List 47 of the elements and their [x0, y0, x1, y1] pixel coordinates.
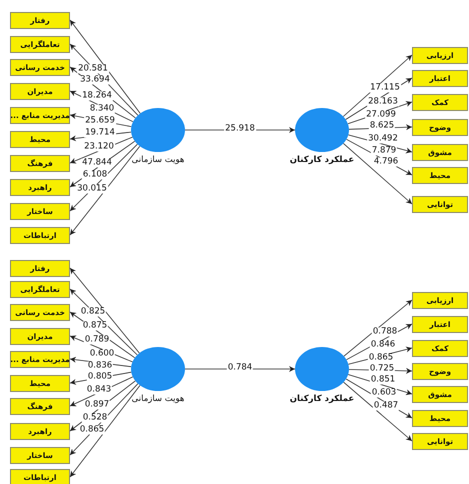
edge-label: 0.897 [84, 400, 110, 410]
arrow [70, 268, 140, 354]
edge-label: 0.528 [82, 414, 108, 422]
edge-label: 19.714 [84, 128, 116, 138]
arrow [343, 143, 412, 204]
edge-label: 0.851 [370, 376, 396, 384]
arrow [344, 300, 412, 357]
edge-label: 0.788 [372, 328, 398, 336]
construct-label: عملکرد کارکنان [290, 155, 354, 165]
edge-label: 30.015 [76, 184, 108, 194]
edge-label: 6.108 [82, 170, 108, 180]
edge-label: 0.784 [226, 364, 254, 372]
edge-label: 47.844 [81, 158, 113, 168]
arrow [70, 146, 140, 236]
edge-label: 0.603 [370, 388, 398, 398]
edge-label: 27.099 [365, 110, 397, 120]
arrow [70, 385, 140, 478]
edge-label: 4.796 [372, 158, 400, 166]
edge-label: 0.865 [78, 426, 106, 434]
edge-label: 0.725 [368, 364, 396, 374]
construct-label: هویت سازمانی [132, 394, 184, 404]
edge-label: 0.843 [86, 386, 112, 394]
edge-label: 0.487 [372, 402, 400, 410]
edge-label: 7.879 [370, 146, 398, 156]
edge-label: 0.836 [86, 362, 114, 370]
edge-label: 0.825 [80, 308, 106, 316]
edge-label: 0.846 [370, 340, 396, 350]
edge-label: 17.115 [369, 84, 401, 92]
edge-label: 30.492 [367, 134, 399, 144]
edge-label: 20.581 [77, 64, 109, 74]
edge-label: 25.659 [84, 116, 116, 126]
edge-label: 0.805 [86, 372, 114, 382]
edge-label: 0.875 [82, 322, 108, 330]
construct-label: عملکرد کارکنان [290, 394, 354, 404]
edge-label: 0.865 [368, 354, 394, 362]
edge-label: 8.340 [88, 104, 116, 114]
edge-label: 25.918 [224, 124, 256, 134]
edge-label: 23.120 [83, 142, 115, 152]
edge-label: 8.625 [368, 122, 396, 130]
edge-label: 0.789 [84, 336, 110, 344]
construct-label: هویت سازمانی [132, 155, 184, 165]
arrow [70, 20, 141, 114]
arrow [343, 382, 412, 442]
edge-label: 0.600 [88, 350, 116, 358]
edge-label: 33.694 [79, 76, 111, 84]
edge-label: 18.264 [81, 92, 113, 100]
edge-label: 28.163 [367, 98, 399, 106]
